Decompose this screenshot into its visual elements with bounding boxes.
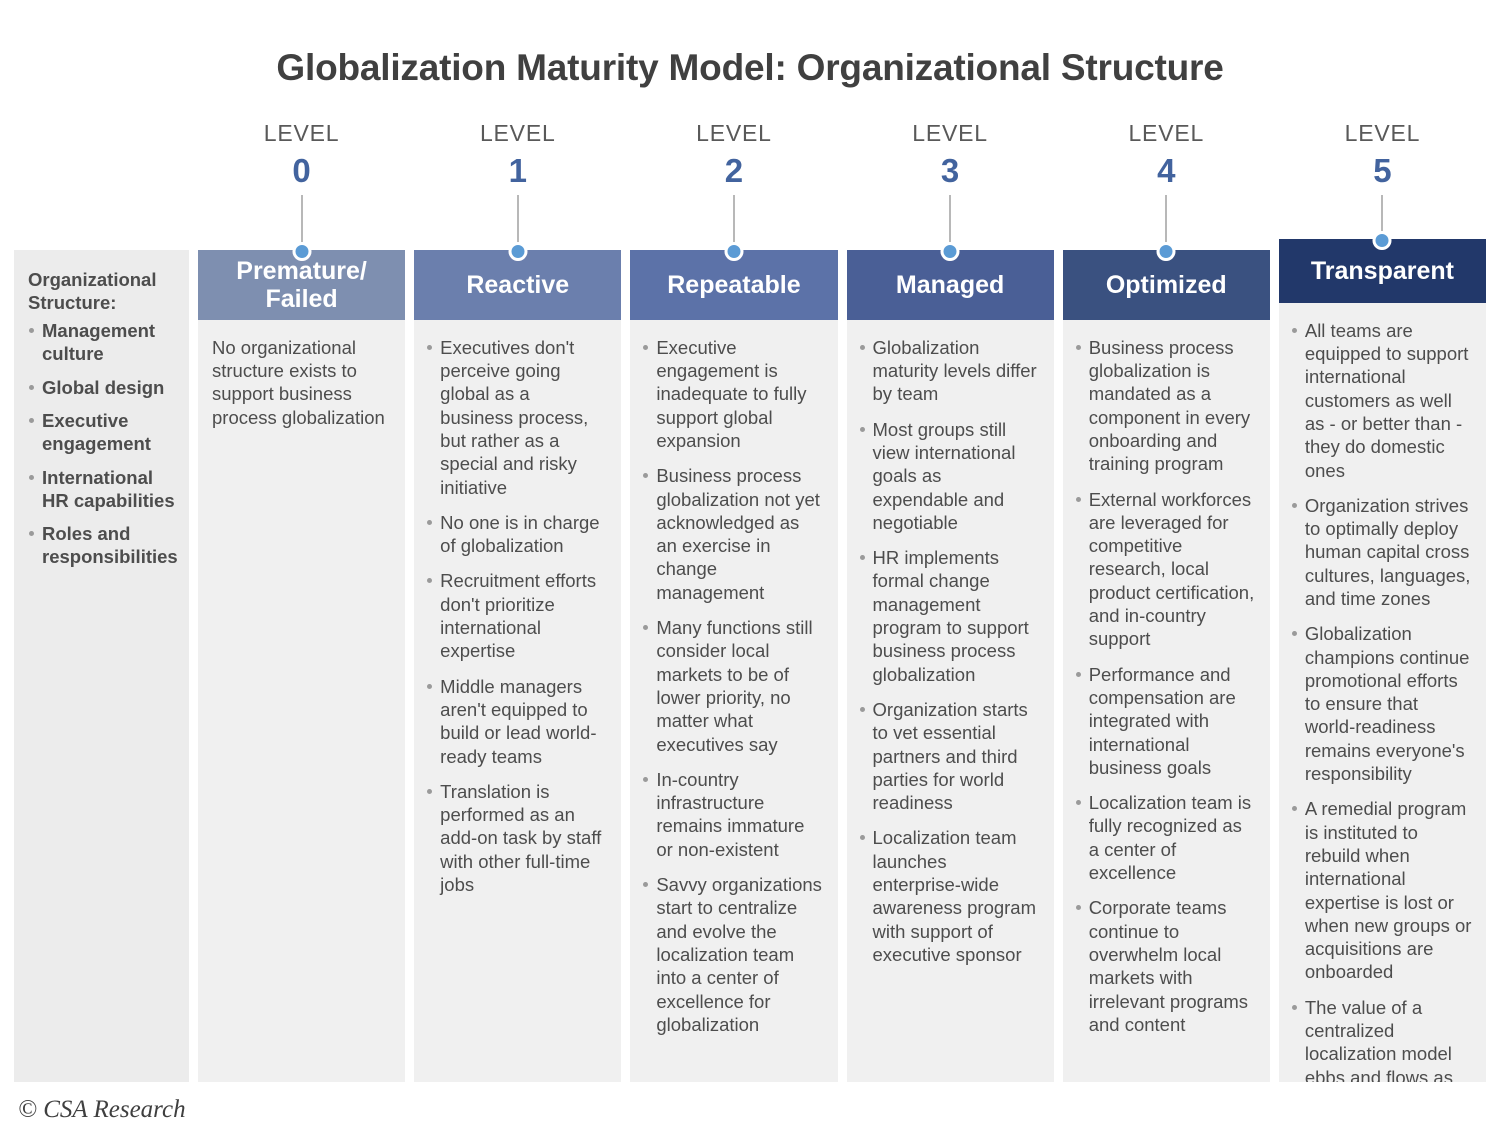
- list-item: Performance and compensation are integra…: [1075, 663, 1256, 779]
- level-column-0[interactable]: LEVEL 0 Premature/ Failed No organizatio…: [198, 119, 406, 1082]
- level-header-5[interactable]: Transparent: [1278, 238, 1487, 303]
- list-item: In-country infrastructure remains immatu…: [642, 768, 823, 861]
- level-marker-dot-5: [1372, 230, 1392, 250]
- list-item: Executives don't perceive going global a…: [426, 336, 607, 499]
- list-item: Savvy organizations start to centralize …: [642, 873, 823, 1036]
- list-item: A remedial program is instituted to rebu…: [1291, 797, 1472, 983]
- level-body-1: Executives don't perceive going global a…: [414, 319, 622, 1082]
- list-item: Localization team launches enterprise-wi…: [859, 826, 1040, 966]
- list-item: Global design: [28, 376, 179, 399]
- level-marker-dot-2: [724, 241, 744, 261]
- copyright-footer: © CSA Research: [18, 1095, 186, 1123]
- list-item: Most groups still view international goa…: [859, 418, 1040, 534]
- list-item: Organization starts to vet essential par…: [859, 698, 1040, 814]
- connector-line-2: [732, 194, 735, 250]
- level-header-2[interactable]: Repeatable: [630, 249, 838, 320]
- level-body-4: Business process globalization is mandat…: [1062, 319, 1270, 1082]
- level-item-list-3: Globalization maturity levels differ by …: [859, 336, 1040, 966]
- level-number-4: 4: [1157, 151, 1176, 189]
- level-caption-5: LEVEL 5: [1279, 119, 1486, 250]
- dimension-heading: Organizational Structure:: [28, 268, 157, 313]
- list-item: External workforces are leveraged for co…: [1075, 488, 1256, 651]
- level-header-3[interactable]: Managed: [846, 249, 1054, 320]
- level-number-2: 2: [724, 151, 744, 189]
- list-item: Localization team is fully recognized as…: [1075, 791, 1256, 884]
- list-item: Globalization champions continue promoti…: [1291, 622, 1472, 785]
- list-item: Recruitment efforts don't prioritize int…: [426, 569, 607, 662]
- level-header-4[interactable]: Optimized: [1062, 249, 1270, 320]
- list-item: Business process globalization not yet a…: [642, 464, 823, 604]
- level-item-list-2: Executive engagement is inadequate to fu…: [642, 336, 823, 1036]
- level-body-0: No organizational structure exists to su…: [198, 319, 406, 1082]
- level-word-label: LEVEL: [1128, 119, 1205, 146]
- level-column-4[interactable]: LEVEL 4 Optimized Business process globa…: [1062, 119, 1270, 1082]
- level-body-5: All teams are equipped to support intern…: [1278, 302, 1487, 1082]
- connector-line-0: [300, 194, 303, 250]
- level-word-label: LEVEL: [263, 119, 340, 146]
- level-header-1[interactable]: Reactive: [414, 249, 622, 320]
- level-number-1: 1: [508, 151, 527, 189]
- level-item-list-4: Business process globalization is mandat…: [1075, 336, 1256, 1036]
- list-item: The value of a centralized localization …: [1291, 996, 1472, 1082]
- dimension-list: Management culture Global design Executi…: [28, 319, 179, 569]
- level-marker-dot-0: [292, 241, 312, 261]
- connector-line-3: [949, 194, 952, 250]
- level-number-5: 5: [1373, 151, 1392, 189]
- level-header-0[interactable]: Premature/ Failed: [198, 249, 406, 320]
- columns-container: Organizational Structure: Management cul…: [14, 119, 1487, 1082]
- dimension-column: Organizational Structure: Management cul…: [14, 120, 189, 1082]
- level-column-5[interactable]: LEVEL 5 Transparent All teams are equipp…: [1278, 119, 1487, 1082]
- list-item: Executive engagement: [28, 409, 179, 456]
- level-caption-2: LEVEL 2: [630, 119, 837, 261]
- list-item: Middle managers aren't equipped to build…: [426, 675, 607, 768]
- level-caption-1: LEVEL 1: [414, 119, 621, 261]
- list-item: Executive engagement is inadequate to fu…: [642, 336, 823, 452]
- level-word-label: LEVEL: [479, 119, 556, 146]
- connector-line-4: [1165, 194, 1168, 250]
- sidebar-spacer: [14, 120, 189, 250]
- level-column-3[interactable]: LEVEL 3 Managed Globalization maturity l…: [846, 119, 1054, 1082]
- list-item: Globalization maturity levels differ by …: [859, 336, 1040, 406]
- page-title: Globalization Maturity Model: Organizati…: [276, 46, 1224, 88]
- level-marker-dot-1: [508, 241, 528, 261]
- level-caption-3: LEVEL 3: [847, 119, 1054, 261]
- level-description-0: No organizational structure exists to su…: [212, 336, 385, 428]
- level-number-0: 0: [292, 151, 311, 189]
- connector-line-1: [516, 194, 519, 250]
- level-item-list-1: Executives don't perceive going global a…: [426, 336, 607, 897]
- level-word-label: LEVEL: [1344, 119, 1421, 146]
- connector-line-5: [1381, 194, 1384, 239]
- level-marker-dot-3: [940, 241, 960, 261]
- level-body-2: Executive engagement is inadequate to fu…: [630, 319, 838, 1082]
- maturity-model-board: Organizational Structure: Management cul…: [14, 119, 1487, 1140]
- level-caption-0: LEVEL 0: [198, 119, 405, 261]
- list-item: Translation is performed as an add-on ta…: [426, 780, 607, 896]
- list-item: HR implements formal change management p…: [859, 546, 1040, 686]
- level-number-3: 3: [940, 151, 960, 189]
- level-column-2[interactable]: LEVEL 2 Repeatable Executive engagement …: [630, 119, 838, 1082]
- level-body-3: Globalization maturity levels differ by …: [846, 319, 1054, 1082]
- list-item: Roles and responsibilities: [28, 522, 179, 569]
- list-item: All teams are equipped to support intern…: [1291, 319, 1472, 482]
- level-marker-dot-4: [1156, 241, 1176, 261]
- list-item: Corporate teams continue to overwhelm lo…: [1075, 896, 1256, 1036]
- level-item-list-5: All teams are equipped to support intern…: [1291, 319, 1472, 1082]
- list-item: No one is in charge of globalization: [426, 511, 607, 558]
- dimension-panel: Organizational Structure: Management cul…: [14, 249, 189, 1082]
- list-item: Many functions still consider local mark…: [642, 616, 823, 756]
- level-word-label: LEVEL: [696, 119, 772, 146]
- list-item: Management culture: [28, 319, 179, 366]
- level-caption-4: LEVEL 4: [1063, 119, 1270, 261]
- level-column-1[interactable]: LEVEL 1 Reactive Executives don't percei…: [414, 119, 622, 1082]
- level-word-label: LEVEL: [912, 119, 988, 146]
- list-item: Organization strives to optimally deploy…: [1291, 494, 1472, 610]
- list-item: Business process globalization is mandat…: [1075, 336, 1256, 476]
- list-item: International HR capabilities: [28, 466, 179, 513]
